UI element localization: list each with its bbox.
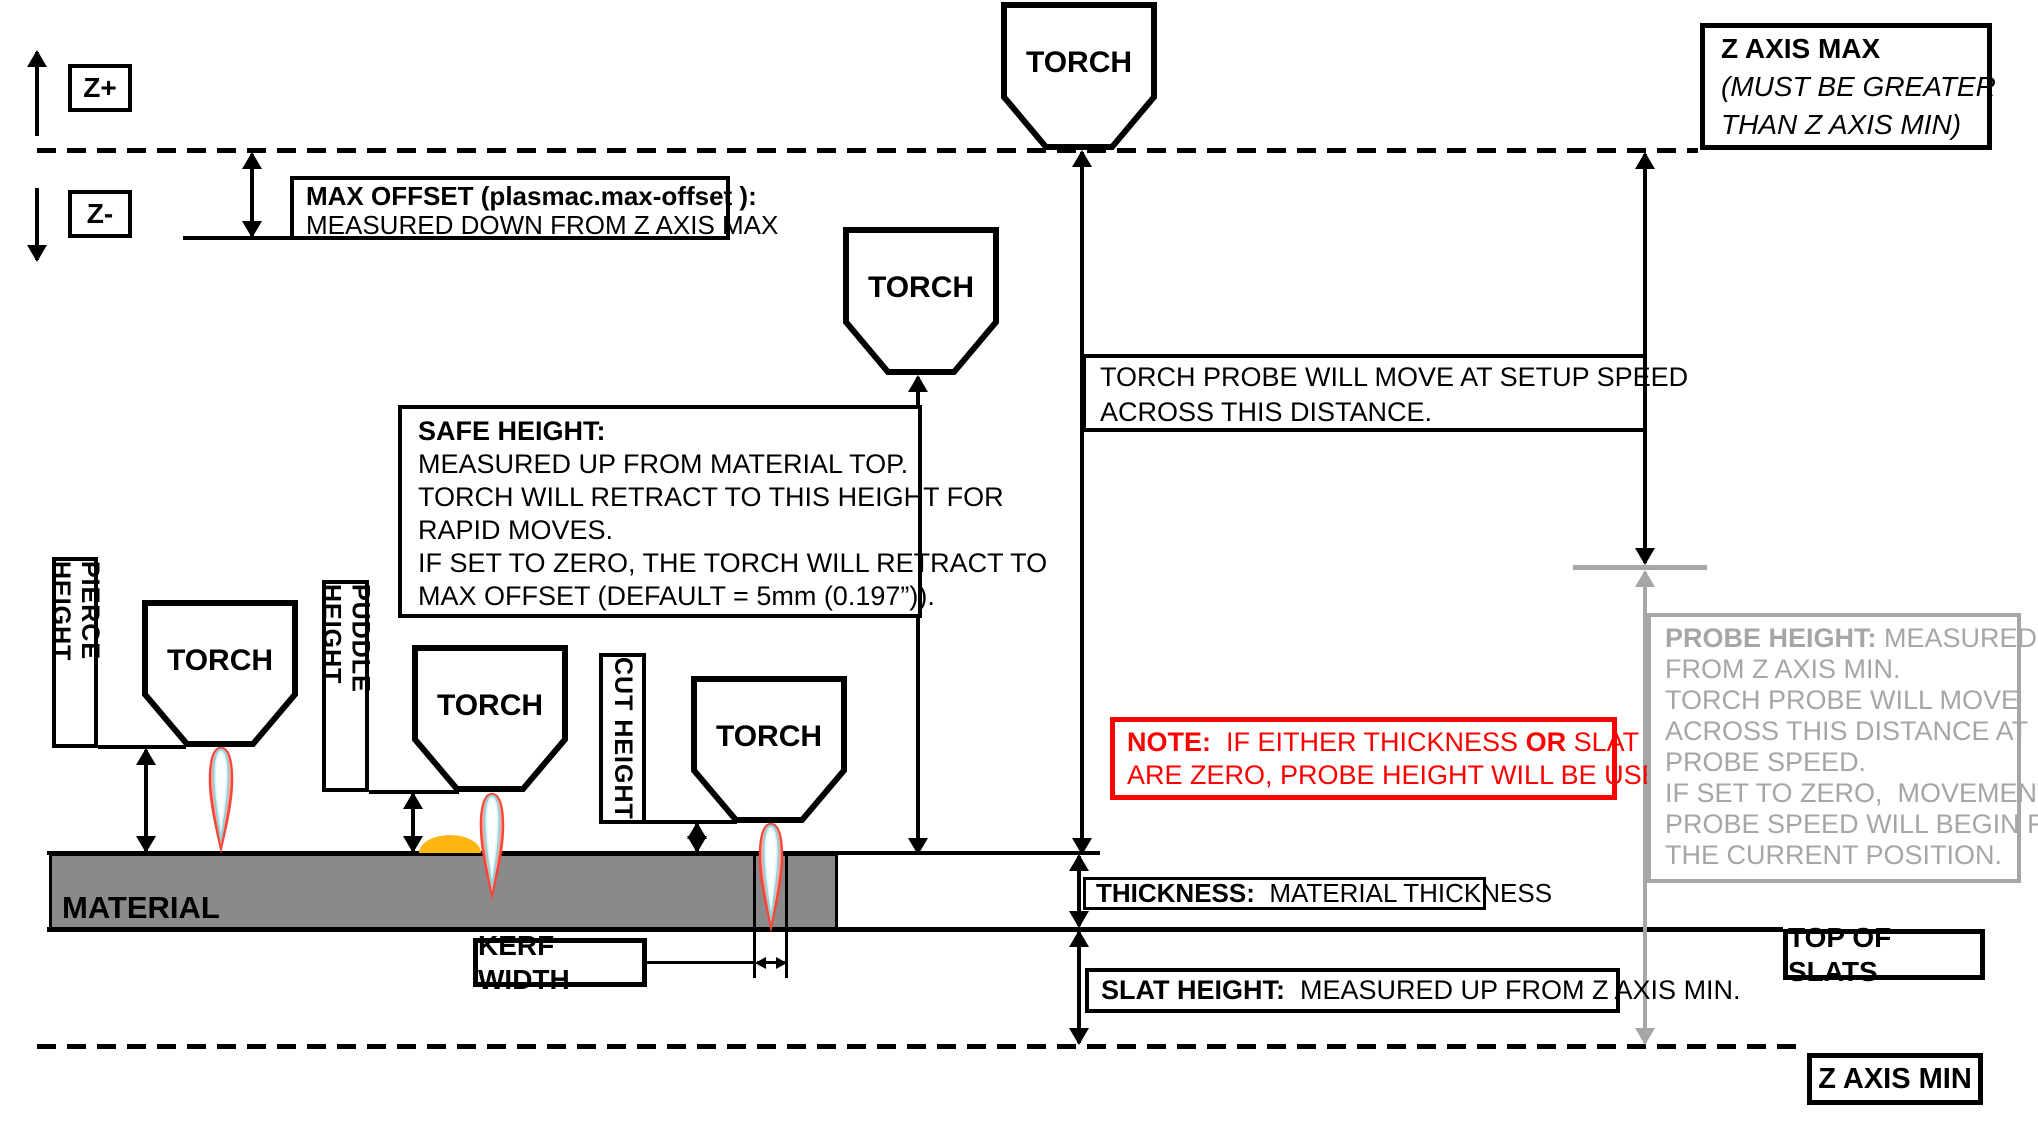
torch-at-pierce-height: TORCH <box>142 600 298 747</box>
pierce-flame <box>203 744 239 856</box>
torch-at-z-axis-max: TORCH <box>1001 2 1157 150</box>
puddle-height-label: PUDDLE HEIGHT <box>317 584 375 693</box>
slat-height-dimension-arrow <box>1077 932 1081 1043</box>
probe-height-tick <box>1573 565 1707 570</box>
torch-at-puddle-height: TORCH <box>412 645 568 792</box>
max-offset-dimension-arrow <box>250 154 254 236</box>
torch-label: TORCH <box>436 689 544 723</box>
material-label: MATERIAL <box>62 890 220 925</box>
kerf-line-left <box>753 853 756 978</box>
z-plus-label-box: Z+ <box>68 64 132 112</box>
z-minus-label: Z- <box>86 198 114 229</box>
puddle-flame <box>474 790 510 903</box>
kerf-width-box: KERF WIDTH <box>473 930 647 995</box>
cut-height-arrow <box>695 824 699 851</box>
material-top-line <box>47 851 1100 855</box>
pierce-height-arrow <box>144 750 148 851</box>
probe-height-arrow <box>1643 572 1647 1043</box>
pierce-height-label-box: PIERCE HEIGHT <box>47 557 104 748</box>
note-text: NOTE: IF EITHER THICKNESS OR SLAT HEIGHT… <box>1127 727 1748 790</box>
top-of-slats-line <box>47 927 1783 932</box>
thickness-box: THICKNESS: MATERIAL THICKNESS <box>1083 877 1553 910</box>
z-axis-max-dashed-line <box>37 148 1698 153</box>
torch-label: TORCH <box>166 644 274 678</box>
z-axis-min-box: Z AXIS MIN <box>1807 1053 1983 1105</box>
safe-height-box: SAFE HEIGHT:MEASURED UP FROM MATERIAL TO… <box>398 405 1048 618</box>
slat-height-box: SLAT HEIGHT: MEASURED UP FROM Z AXIS MIN… <box>1085 968 1741 1013</box>
puddle-height-label-box: PUDDLE HEIGHT <box>318 580 375 792</box>
torch-at-cut-height: TORCH <box>691 676 847 823</box>
pierce-height-connector-line <box>98 745 186 749</box>
puddle-height-arrow <box>411 794 415 851</box>
pierce-height-label: PIERCE HEIGHT <box>47 561 104 662</box>
max-offset-text: MAX OFFSET (plasmac.max-offset ):MEASURE… <box>306 181 779 240</box>
thickness-text: THICKNESS: MATERIAL THICKNESS <box>1096 878 1553 908</box>
thickness-dimension-arrow <box>1077 856 1081 926</box>
z-axis-min-dashed-line <box>37 1044 1805 1049</box>
setup-speed-travel-arrow <box>1080 152 1084 853</box>
cut-height-label: CUT HEIGHT <box>609 657 637 820</box>
cut-height-label-box: CUT HEIGHT <box>599 653 646 824</box>
top-of-slats-label: TOP OF SLATS <box>1788 921 1892 987</box>
kerf-width-leader-line <box>647 961 755 964</box>
slat-height-text: SLAT HEIGHT: MEASURED UP FROM Z AXIS MIN… <box>1101 975 1741 1005</box>
torch-at-safe-height: TORCH <box>843 227 999 375</box>
kerf-line-right <box>785 853 788 978</box>
z-plus-label: Z+ <box>83 72 117 103</box>
kerf-width-label: KERF WIDTH <box>478 929 570 995</box>
torch-label: TORCH <box>867 271 975 305</box>
safe-height-text: SAFE HEIGHT:MEASURED UP FROM MATERIAL TO… <box>418 416 1048 611</box>
kerf-width-dimension-arrow <box>757 961 785 964</box>
z-plus-arrow-icon <box>35 52 39 136</box>
cut-flame <box>753 820 789 935</box>
top-of-slats-box: TOP OF SLATS <box>1783 922 1985 987</box>
torch-label: TORCH <box>715 720 823 754</box>
note-box: NOTE: IF EITHER THICKNESS OR SLAT HEIGHT… <box>1110 717 1748 800</box>
z-minus-label-box: Z- <box>68 190 132 238</box>
z-axis-min-label: Z AXIS MIN <box>1818 1063 1972 1095</box>
max-offset-box: MAX OFFSET (plasmac.max-offset ):MEASURE… <box>290 176 779 240</box>
z-minus-arrow-icon <box>35 188 39 260</box>
molten-puddle <box>419 835 481 853</box>
torch-label: TORCH <box>1025 46 1133 80</box>
